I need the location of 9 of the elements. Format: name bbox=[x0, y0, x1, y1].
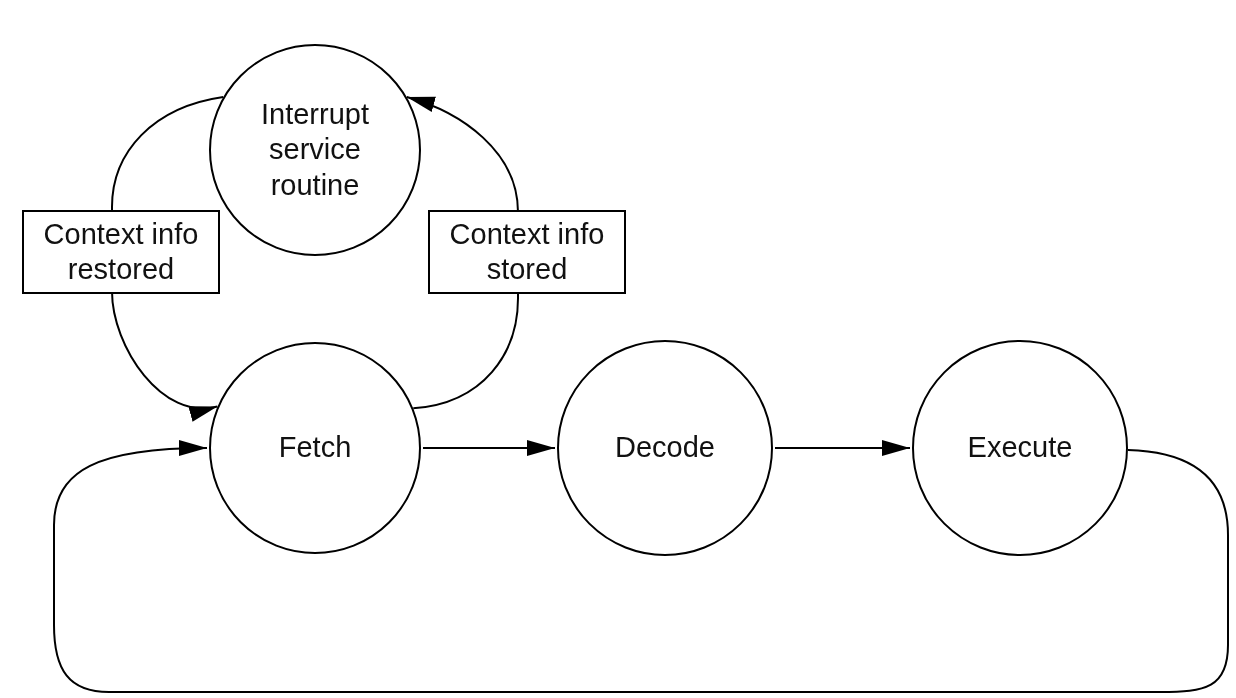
edge-label: Context info restored bbox=[22, 210, 220, 294]
state-label: Execute bbox=[967, 430, 1073, 466]
arrow bbox=[774, 440, 911, 456]
edge-label: Context info stored bbox=[428, 210, 626, 294]
arrow bbox=[422, 440, 556, 456]
state-label: Fetch bbox=[278, 430, 352, 466]
arrow bbox=[53, 440, 1229, 693]
state-label: Decode bbox=[615, 430, 715, 466]
state-label: Interrupt service routine bbox=[260, 96, 370, 203]
